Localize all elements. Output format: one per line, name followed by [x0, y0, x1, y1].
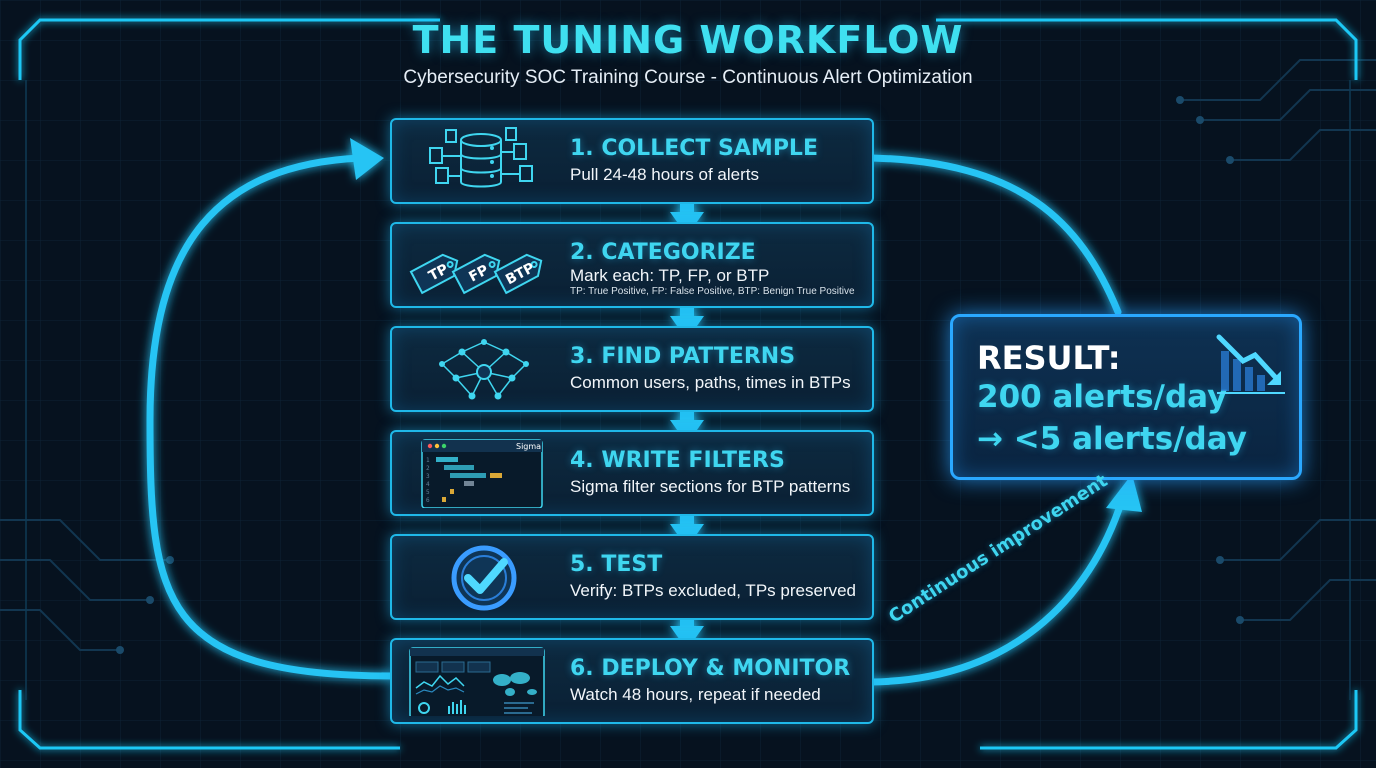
step-card-categorize: TP FP BTP 2. CATEGORIZE Mark each: TP, F… — [390, 222, 874, 308]
step-title: 1. COLLECT SAMPLE — [570, 136, 818, 161]
step-description: Mark each: TP, FP, or BTP — [570, 266, 770, 285]
loop-arrow-left — [146, 154, 396, 680]
step-card-deploy-monitor: 6. DEPLOY & MONITOR Watch 48 hours, repe… — [390, 638, 874, 724]
result-box: RESULT: 200 alerts/day → <5 alerts/day — [950, 314, 1302, 480]
network-icon — [439, 339, 529, 400]
step-title: 4. WRITE FILTERS — [570, 448, 785, 473]
step-description: Verify: BTPs excluded, TPs preserved — [570, 581, 856, 600]
step-card-test: 5. TEST Verify: BTPs excluded, TPs prese… — [390, 534, 874, 620]
loop-arrow-right — [868, 496, 1126, 686]
result-label: RESULT: — [977, 339, 1121, 377]
step-description: Watch 48 hours, repeat if needed — [570, 685, 821, 704]
step-title: 5. TEST — [570, 552, 663, 577]
step-description: Pull 24-48 hours of alerts — [570, 165, 759, 184]
step-description: Sigma filter sections for BTP patterns — [570, 477, 851, 496]
editor-title: Sigma — [516, 442, 541, 451]
step-title: 6. DEPLOY & MONITOR — [570, 656, 851, 681]
step-title: 2. CATEGORIZE — [570, 240, 756, 265]
dashboard-icon — [409, 647, 545, 716]
result-before: 200 alerts/day — [977, 379, 1228, 415]
tags-icon: TP FP BTP — [409, 253, 543, 295]
page-title: THE TUNING WORKFLOW — [412, 18, 964, 62]
step-description: Common users, paths, times in BTPs — [570, 373, 851, 392]
svg-text:1: 1 — [426, 457, 430, 464]
code-editor-icon: Sigma 123 456 — [421, 439, 543, 508]
svg-text:5: 5 — [426, 489, 430, 496]
step-title: 3. FIND PATTERNS — [570, 344, 796, 369]
svg-text:3: 3 — [426, 473, 430, 480]
svg-text:4: 4 — [426, 481, 430, 488]
result-after: → <5 alerts/day — [977, 421, 1247, 457]
flow-arrow-to-result — [868, 154, 1122, 316]
step-card-collect-sample: 1. COLLECT SAMPLE Pull 24-48 hours of al… — [390, 118, 874, 204]
page-subtitle: Cybersecurity SOC Training Course - Cont… — [403, 67, 973, 88]
step-note: TP: True Positive, FP: False Positive, B… — [570, 286, 855, 297]
loop-arrowhead — [350, 138, 384, 180]
check-badge-icon — [451, 545, 517, 611]
svg-text:2: 2 — [426, 465, 430, 472]
result-arrowhead — [1106, 474, 1142, 512]
trend-down-icon — [1216, 334, 1285, 394]
database-icon — [429, 127, 533, 188]
svg-text:6: 6 — [426, 497, 430, 504]
step-card-find-patterns: 3. FIND PATTERNS Common users, paths, ti… — [390, 326, 874, 412]
